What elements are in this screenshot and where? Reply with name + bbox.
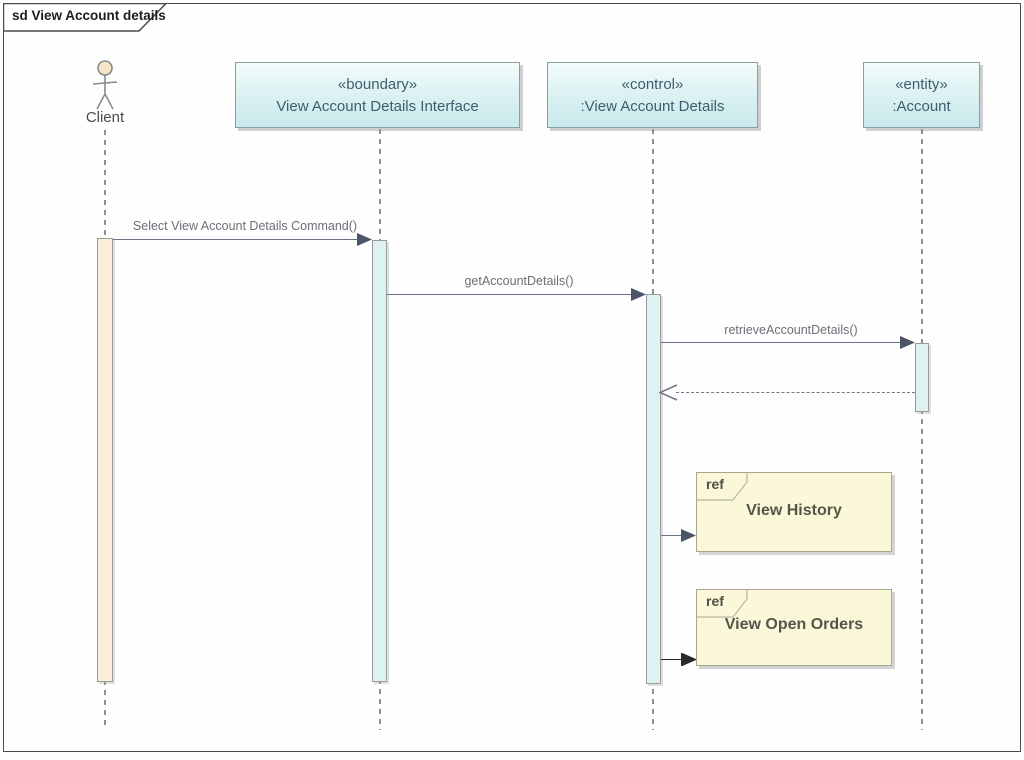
lifeline-entity xyxy=(921,129,923,730)
return-message-line xyxy=(676,392,915,393)
arrowhead-icon xyxy=(681,529,696,542)
actor-icon xyxy=(92,60,118,110)
ref-link-line xyxy=(661,535,683,536)
ref-pentagon-icon xyxy=(696,589,748,618)
arrowhead-icon xyxy=(357,233,372,246)
lifeline-name: :Account xyxy=(892,97,951,115)
activation-entity[interactable] xyxy=(915,343,929,412)
message-line xyxy=(387,294,633,295)
actor-client[interactable]: Client xyxy=(78,57,132,126)
message-line xyxy=(113,239,359,240)
open-arrowhead-icon xyxy=(659,384,678,401)
message-line xyxy=(661,342,901,343)
arrowhead-icon xyxy=(681,653,696,666)
stereotype-label: «boundary» xyxy=(337,75,418,93)
message-label: Select View Account Details Command() xyxy=(132,219,358,233)
diagram-frame xyxy=(3,3,1021,752)
arrowhead-icon xyxy=(631,288,646,301)
ref-keyword: ref xyxy=(706,476,724,492)
ref-pentagon-icon xyxy=(696,472,748,501)
ref-fragment-view-history[interactable]: ref View History xyxy=(696,472,892,552)
stereotype-label: «control» xyxy=(621,75,684,93)
frame-title-tab: sd View Account details xyxy=(3,3,167,32)
ref-title: View History xyxy=(746,502,842,519)
lifeline-head-entity[interactable]: «entity» :Account xyxy=(863,62,980,128)
ref-title: View Open Orders xyxy=(724,616,864,633)
message-label: getAccountDetails() xyxy=(464,274,574,288)
ref-keyword: ref xyxy=(706,593,724,609)
lifeline-name: View Account Details Interface xyxy=(276,97,479,115)
message-label: retrieveAccountDetails() xyxy=(724,323,858,337)
actor-label: Client xyxy=(85,109,125,126)
stereotype-label: «entity» xyxy=(895,75,948,93)
ref-link-line xyxy=(661,659,683,660)
lifeline-name: :View Account Details xyxy=(580,97,725,115)
frame-tab-shape-icon xyxy=(3,3,167,32)
activation-boundary[interactable] xyxy=(372,240,387,682)
arrowhead-icon xyxy=(900,336,915,349)
lifeline-head-boundary[interactable]: «boundary» View Account Details Interfac… xyxy=(235,62,520,128)
activation-control[interactable] xyxy=(646,294,661,684)
lifeline-head-control[interactable]: «control» :View Account Details xyxy=(547,62,758,128)
activation-client[interactable] xyxy=(97,238,113,682)
ref-fragment-view-open-orders[interactable]: ref View Open Orders xyxy=(696,589,892,666)
frame-title: sd View Account details xyxy=(12,8,166,23)
